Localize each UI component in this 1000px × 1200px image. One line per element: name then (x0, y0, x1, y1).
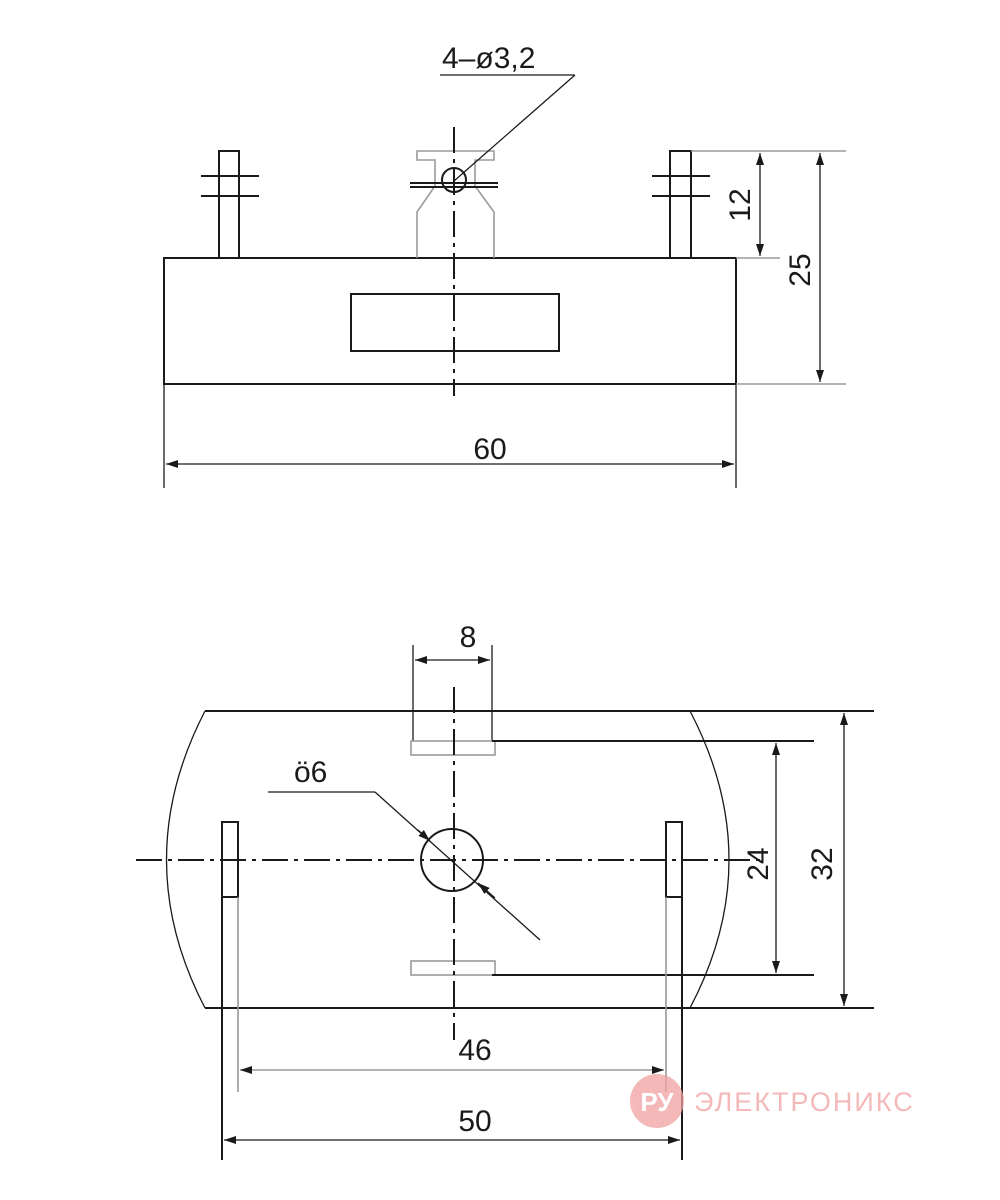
dim-label-50: 50 (458, 1105, 491, 1138)
left-curved-end (165, 710, 206, 1009)
watermark-logo-text: РУ (640, 1087, 674, 1117)
dim-label-24: 24 (742, 847, 775, 880)
dim-label-8: 8 (460, 621, 477, 654)
dim-label-12: 12 (724, 188, 757, 221)
housing-body (163, 257, 737, 385)
hole-leader (453, 74, 576, 182)
bottom-view: 8 ö6 46 50 24 (136, 621, 874, 1160)
dim-label-dia6: ö6 (294, 756, 327, 789)
watermark-brand-text: ЭЛЕКТРОНИКС (694, 1087, 915, 1117)
center-tab (416, 150, 495, 258)
hole-callout-label: 4–ø3,2 (442, 42, 535, 75)
dim-label-60: 60 (473, 433, 506, 466)
top-view: 4–ø3,2 60 12 25 (163, 42, 846, 488)
dim-label-46: 46 (458, 1034, 491, 1067)
dim-label-25: 25 (784, 253, 817, 286)
bottom-right-pin (665, 821, 683, 898)
dim-label-32: 32 (806, 847, 839, 880)
right-pin (669, 150, 692, 259)
bottom-left-pin (221, 821, 239, 898)
hole-dia-leader (374, 791, 541, 941)
watermark-logo-icon (630, 1074, 684, 1128)
watermark: РУ ЭЛЕКТРОНИКС (630, 1074, 915, 1128)
left-pin (218, 150, 240, 259)
